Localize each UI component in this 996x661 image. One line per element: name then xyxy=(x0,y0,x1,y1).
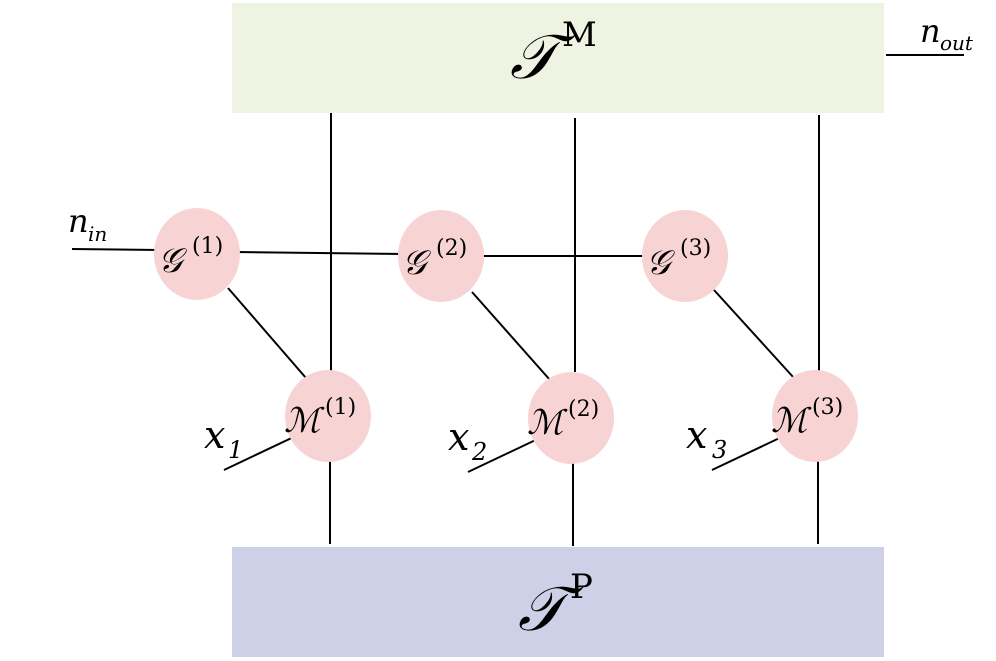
wire-x3 xyxy=(711,433,789,471)
svg-text:𝒢: 𝒢 xyxy=(646,243,675,283)
top-box-tm xyxy=(232,3,884,113)
svg-text:out: out xyxy=(940,31,974,55)
wire-g1-m1 xyxy=(227,287,307,379)
x3-label: x 3 xyxy=(686,413,727,464)
g-node-2: 𝒢 (2) xyxy=(398,210,484,302)
svg-text:x: x xyxy=(204,413,225,457)
wire-g3-m3 xyxy=(713,289,795,379)
svg-text:(3): (3) xyxy=(812,395,843,420)
svg-text:3: 3 xyxy=(712,436,727,464)
svg-text:(1): (1) xyxy=(325,395,356,420)
svg-text:ℳ: ℳ xyxy=(284,401,325,441)
svg-text:in: in xyxy=(88,222,107,246)
n-in-label: n in xyxy=(68,202,107,246)
svg-text:x: x xyxy=(686,413,707,457)
svg-text:ℳ: ℳ xyxy=(527,403,568,443)
svg-text:n: n xyxy=(68,202,89,240)
bottom-box-tp xyxy=(232,547,884,657)
svg-text:(1): (1) xyxy=(192,234,223,259)
m-node-2: ℳ (2) xyxy=(527,372,614,464)
svg-text:(2): (2) xyxy=(436,236,467,261)
svg-text:(2): (2) xyxy=(568,397,599,422)
svg-text:n: n xyxy=(920,12,941,50)
svg-text:x: x xyxy=(448,415,469,459)
g-node-3: 𝒢 (3) xyxy=(642,210,728,302)
x1-label: x 1 xyxy=(204,413,243,464)
m-node-3: ℳ (3) xyxy=(771,370,858,462)
wire-g1-g2 xyxy=(235,251,407,255)
svg-text:M: M xyxy=(562,15,597,55)
wire-nin-g1 xyxy=(71,248,161,251)
svg-text:𝒢: 𝒢 xyxy=(402,243,431,283)
svg-text:(3): (3) xyxy=(680,236,711,261)
n-out-label: n out xyxy=(920,12,974,55)
svg-text:P: P xyxy=(570,567,593,607)
svg-text:2: 2 xyxy=(471,438,487,466)
svg-text:𝒢: 𝒢 xyxy=(158,241,187,281)
m-node-1: ℳ (1) xyxy=(284,370,371,462)
wire-g2-m2 xyxy=(471,291,551,381)
g-node-1: 𝒢 (1) xyxy=(154,208,240,300)
wire-x2 xyxy=(467,435,545,473)
svg-text:ℳ: ℳ xyxy=(771,401,812,441)
wire-x1 xyxy=(223,433,301,471)
svg-text:1: 1 xyxy=(228,436,243,464)
x2-label: x 2 xyxy=(448,415,487,466)
